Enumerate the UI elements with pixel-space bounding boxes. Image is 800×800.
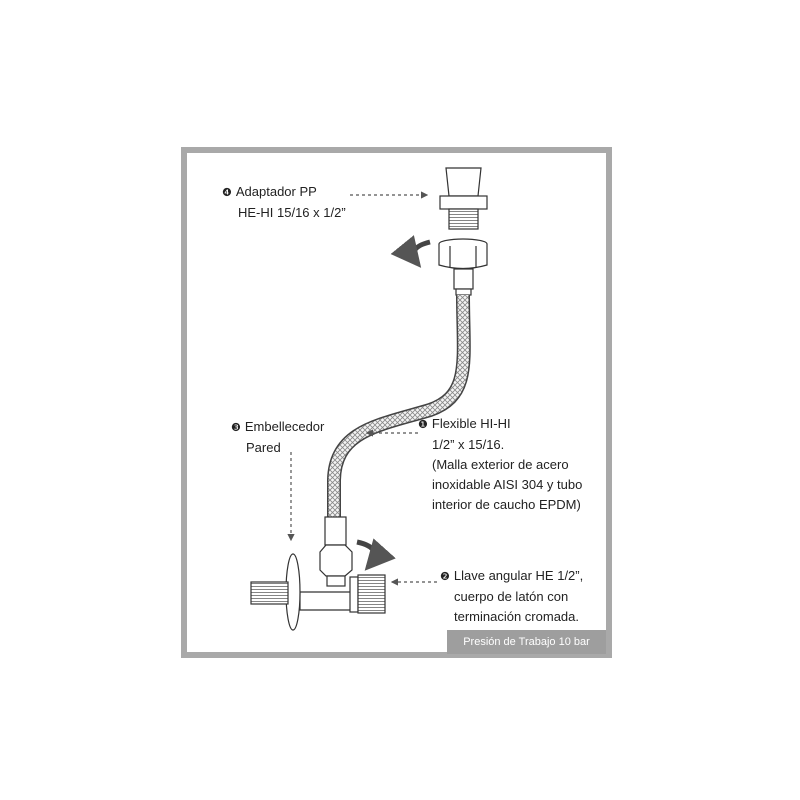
adapter-part [439,167,488,230]
hose-nut [438,238,488,296]
diagram-frame [181,147,612,658]
angle-valve [250,516,386,631]
working-pressure-badge: Presión de Trabajo 10 bar [447,630,606,654]
rotate-arrow-icon [390,235,431,268]
rotate-arrow-icon [356,538,396,571]
